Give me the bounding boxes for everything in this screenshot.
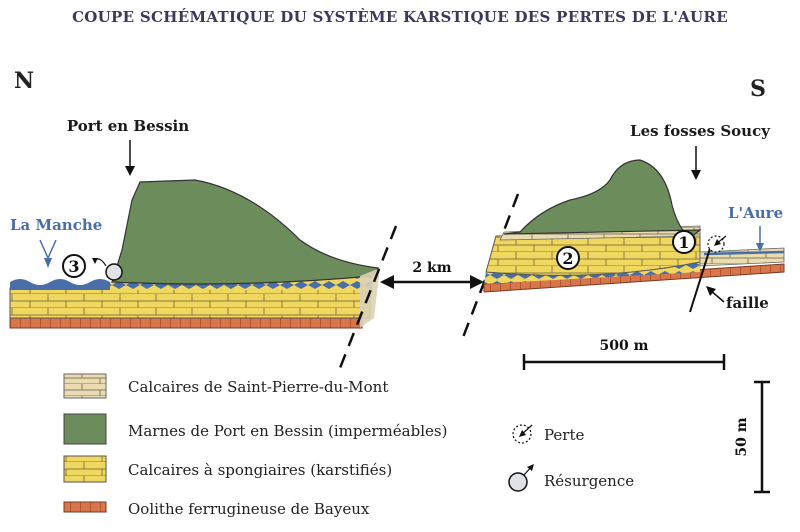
left-limestone-layer: [9, 287, 371, 319]
legend-label-spongiaires: Calcaires à spongiaires (karstifiés): [128, 461, 392, 479]
perte-symbol-map: [707, 235, 727, 253]
marker-2: 2: [556, 246, 580, 270]
svg-text:3: 3: [68, 257, 79, 276]
legend-item-marnes: Marnes de Port en Bessin (imperméables): [63, 413, 447, 445]
vertical-scale-bar: [754, 380, 770, 494]
svg-text:2: 2: [562, 249, 573, 268]
svg-text:1: 1: [678, 233, 689, 252]
right-marl-hill: [503, 159, 702, 239]
north-label: N: [14, 68, 34, 94]
left-block: [9, 179, 380, 329]
legend-item-resurgence: Résurgence: [508, 464, 634, 492]
horizontal-scale-label: 500 m: [600, 338, 649, 354]
marker-1: 1: [672, 230, 696, 254]
legend-item-spongiaires: Calcaires à spongiaires (karstifiés): [63, 455, 392, 483]
fosses-arrow-icon: [691, 170, 701, 180]
left-fault-dash: [338, 225, 398, 369]
horizontal-scale-bar: [522, 354, 726, 370]
swatch-oolithe: [63, 501, 107, 513]
legend-label-oolithe: Oolithe ferrugineuse de Bayeux: [128, 500, 370, 518]
resurgence-icon: [508, 472, 528, 492]
swatch-saintpierre: [63, 373, 107, 399]
legend: Calcaires de Saint-Pierre-du-Mont Marnes…: [63, 373, 634, 518]
diagram-title: COUPE SCHÉMATIQUE DU SYSTÈME KARSTIQUE D…: [72, 8, 728, 26]
faille-arrow-icon: [706, 286, 716, 296]
legend-item-perte: Perte: [512, 424, 584, 444]
label-port-en-bessin: Port en Bessin: [67, 117, 189, 135]
distance-arrow: [380, 275, 484, 289]
fault-line: [689, 241, 713, 313]
label-la-manche: La Manche: [10, 216, 102, 234]
port-arrow-icon: [125, 166, 135, 176]
label-fosses-soucy: Les fosses Soucy: [630, 122, 771, 140]
marker-3: 3: [62, 254, 86, 278]
legend-label-resurgence: Résurgence: [544, 472, 634, 490]
right-block: [483, 159, 785, 313]
vertical-scale-label: 50 m: [734, 417, 750, 456]
left-marl-hill: [111, 179, 380, 285]
aure-river: [703, 250, 785, 256]
label-faille: faille: [726, 294, 769, 312]
aure-arrow-icon: [756, 243, 764, 252]
resurgence-symbol-map: [92, 258, 123, 281]
legend-label-marnes: Marnes de Port en Bessin (imperméables): [128, 422, 447, 440]
swatch-marnes: [63, 413, 107, 445]
left-karst-layer: [110, 276, 372, 290]
label-aure: L'Aure: [728, 204, 783, 222]
legend-label-saintpierre: Calcaires de Saint-Pierre-du-Mont: [128, 378, 388, 396]
swatch-spongiaires: [63, 455, 107, 483]
left-oolithe-layer: [9, 317, 363, 329]
legend-item-saintpierre: Calcaires de Saint-Pierre-du-Mont: [63, 373, 388, 399]
south-label: S: [750, 76, 766, 102]
right-limestone-layer: [485, 231, 701, 276]
sea-waves: [10, 279, 110, 290]
manche-arrow-icon: [44, 258, 52, 268]
distance-label: 2 km: [412, 260, 451, 276]
right-karst-layer: [484, 262, 700, 284]
legend-item-oolithe: Oolithe ferrugineuse de Bayeux: [63, 500, 370, 518]
legend-label-perte: Perte: [544, 426, 584, 444]
